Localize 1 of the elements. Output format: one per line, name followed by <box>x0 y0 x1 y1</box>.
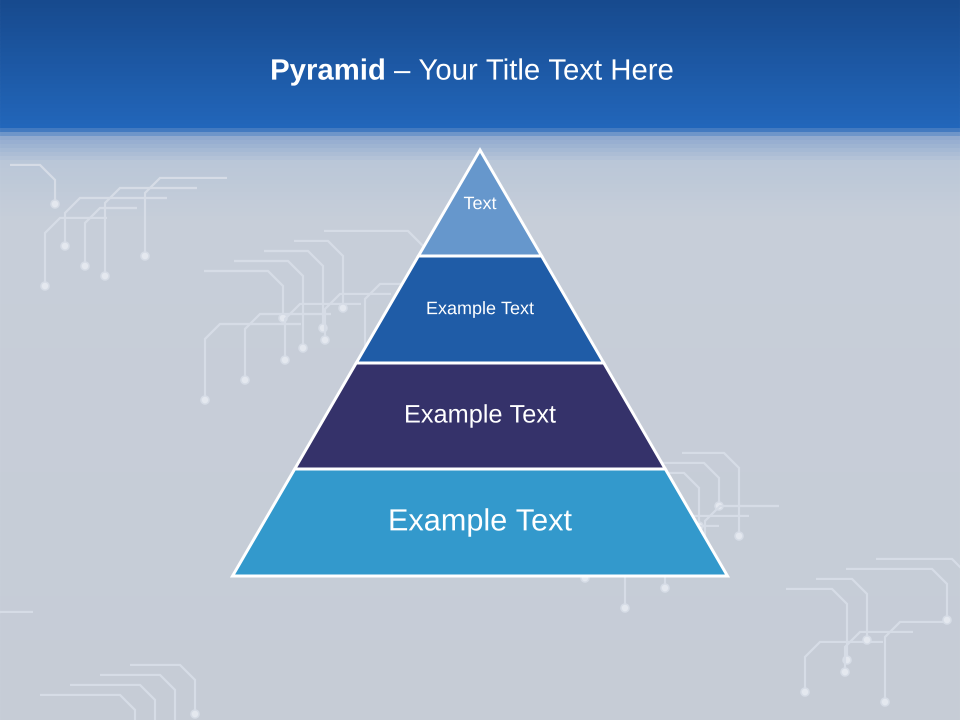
title: Pyramid – Your Title Text Here <box>272 58 673 86</box>
